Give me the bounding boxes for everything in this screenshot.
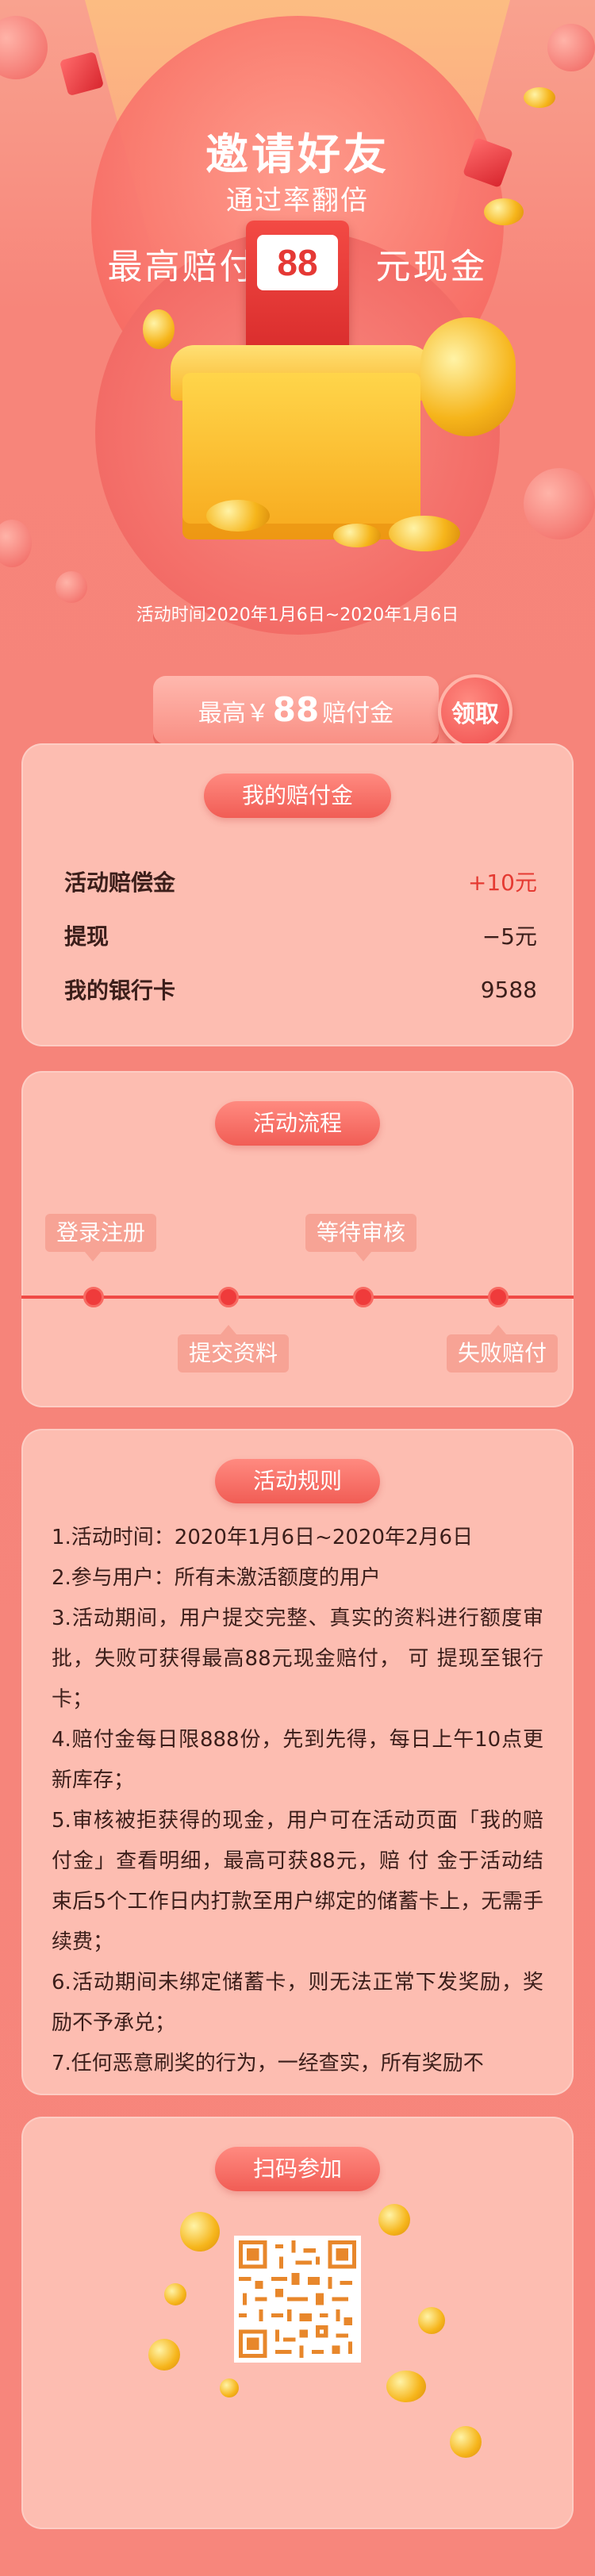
coin-icon [206,500,270,532]
reward-amount: 88 [257,235,338,290]
hero-subtitle: 通过率翻倍 [226,185,369,217]
scan-title: 扫码参加 [214,2147,381,2191]
coin-icon [524,87,555,108]
claim-suffix: 赔付金 [322,700,394,727]
timeline-dot [218,1287,239,1307]
step-submit-info: 提交资料 [178,1334,290,1372]
wallet-row-label: 活动赔偿金 [64,870,176,896]
step-failure-compensation: 失败赔付 [447,1334,559,1372]
gift-box-icon [59,51,105,97]
claim-button[interactable]: 领取 [438,674,512,749]
rule-item: 4.赔付金每日限888份，先到先得，每日上午10点更新库存； [52,1728,543,1792]
wallet-row-label: 我的银行卡 [64,977,176,1004]
red-envelope-icon: 88 [246,221,349,355]
qr-code[interactable] [234,2236,361,2363]
coin-icon [333,524,381,547]
coin-icon [148,2339,180,2371]
step-pointer [355,1252,371,1261]
gold-ingot-icon [389,516,460,551]
bubble-decoration [547,24,595,71]
wallet-title: 我的赔付金 [203,774,392,818]
scan-card: 扫码参加 [21,2117,574,2529]
wallet-row-value: +10元 [467,870,537,896]
rule-item: 2.参与用户：所有未激活额度的用户 [52,1566,381,1590]
coin-icon [484,198,524,225]
reward-prefix: 最高赔付 [107,247,257,287]
wallet-row-label: 提现 [64,923,109,950]
timeline-dot [83,1287,104,1307]
rule-item: 1.活动时间：2020年1月6日~2020年2月6日 [52,1526,474,1549]
reward-suffix: 元现金 [375,247,488,287]
step-login-register: 登录注册 [45,1214,157,1252]
coin-icon [420,317,516,436]
hero-title: 邀请好友 [205,129,390,179]
rule-item: 3.活动期间，用户提交完整、真实的资料进行额度审批，失败可获得最高88元现金赔付… [52,1607,543,1711]
rule-item: 5.审核被拒获得的现金，用户可在活动页面「我的赔付金」查看明细，最高可获88元，… [52,1809,543,1954]
coin-icon [180,2212,220,2252]
wallet-card: 我的赔付金 活动赔偿金 +10元 提现 −5元 我的银行卡 9588 [21,743,574,1046]
flow-timeline [21,1296,574,1299]
coin-icon [386,2371,426,2402]
coin-icon [450,2426,482,2458]
bubble-decoration [524,468,595,539]
wallet-row: 活动赔偿金 +10元 [64,866,537,897]
timeline-dot [488,1287,509,1307]
claim-prefix: 最高￥ [198,700,270,727]
bubble-decoration [0,16,48,79]
hero-reward-line: 最高赔付 元现金 [0,238,595,289]
flow-card: 活动流程 登录注册 等待审核 提交资料 失败赔付 [21,1071,574,1407]
coin-icon [164,2283,186,2305]
coin-icon [418,2307,445,2334]
step-pointer [221,1325,236,1334]
rule-item: 7.任何恶意刷奖的行为，一经查实，所有奖励不 [52,2052,484,2075]
qr-code-graphic [239,2240,356,2358]
hero-banner: 邀请好友 通过率翻倍 最高赔付 元现金 88 活动时间2020年1月6日~2020… [0,0,595,651]
step-await-review: 等待审核 [305,1214,417,1252]
flow-title: 活动流程 [214,1101,381,1146]
coin-icon [143,309,175,349]
step-pointer [85,1252,101,1261]
rules-title: 活动规则 [214,1459,381,1503]
rules-card: 活动规则 1.活动时间：2020年1月6日~2020年2月6日 2.参与用户：所… [21,1429,574,2095]
wallet-row-value: −5元 [482,923,537,950]
rule-item: 6.活动期间未绑定储蓄卡，则无法正常下发奖励，奖励不予承兑； [52,1971,543,2035]
wallet-row[interactable]: 我的银行卡 9588 [64,973,537,1005]
wallet-row-value: 9588 [480,976,537,1003]
coin-icon [220,2378,239,2397]
activity-date: 活动时间2020年1月6日~2020年1月6日 [136,605,459,625]
coin-icon [378,2204,410,2236]
step-pointer [490,1325,506,1334]
rules-list: 1.活动时间：2020年1月6日~2020年2月6日 2.参与用户：所有未激活额… [52,1518,543,2084]
wallet-row: 提现 −5元 [64,919,537,951]
bubble-decoration [56,571,87,603]
bubble-decoration [0,520,32,567]
timeline-dot [353,1287,374,1307]
claim-amount: 88 [272,690,320,729]
